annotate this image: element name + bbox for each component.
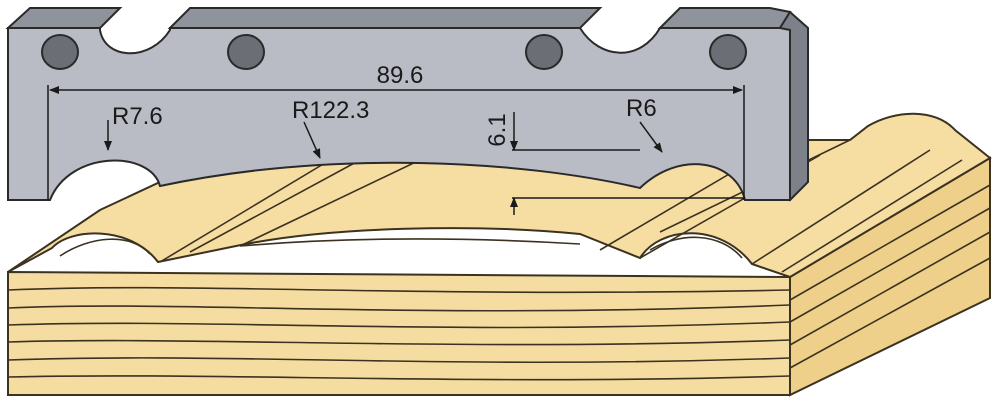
mounting-hole-3 [525,34,563,70]
mounting-hole-4 [709,34,747,70]
dimension-labels: 89.6 R7.6 R122.3 6.1 R6 [112,62,657,147]
knife-blade [5,7,809,202]
blade-front-face [7,27,791,201]
arc-radius-label: R122.3 [292,97,369,124]
blade-top-bevel [5,7,792,29]
dimension-lines [47,85,745,215]
wood-front-face [7,270,791,396]
mounting-hole-2 [227,34,265,70]
left-radius-label: R7.6 [112,103,163,130]
wood-front-grain [7,286,791,381]
arc-radius-leader [303,121,321,159]
wood-side-grain [789,184,991,369]
mounting-hole-1 [41,34,79,70]
right-radius-leader [639,121,663,153]
width-label: 89.6 [377,62,424,89]
blade-mounting-holes [41,34,747,70]
depth-label: 6.1 [484,113,511,146]
right-radius-label: R6 [626,95,657,122]
